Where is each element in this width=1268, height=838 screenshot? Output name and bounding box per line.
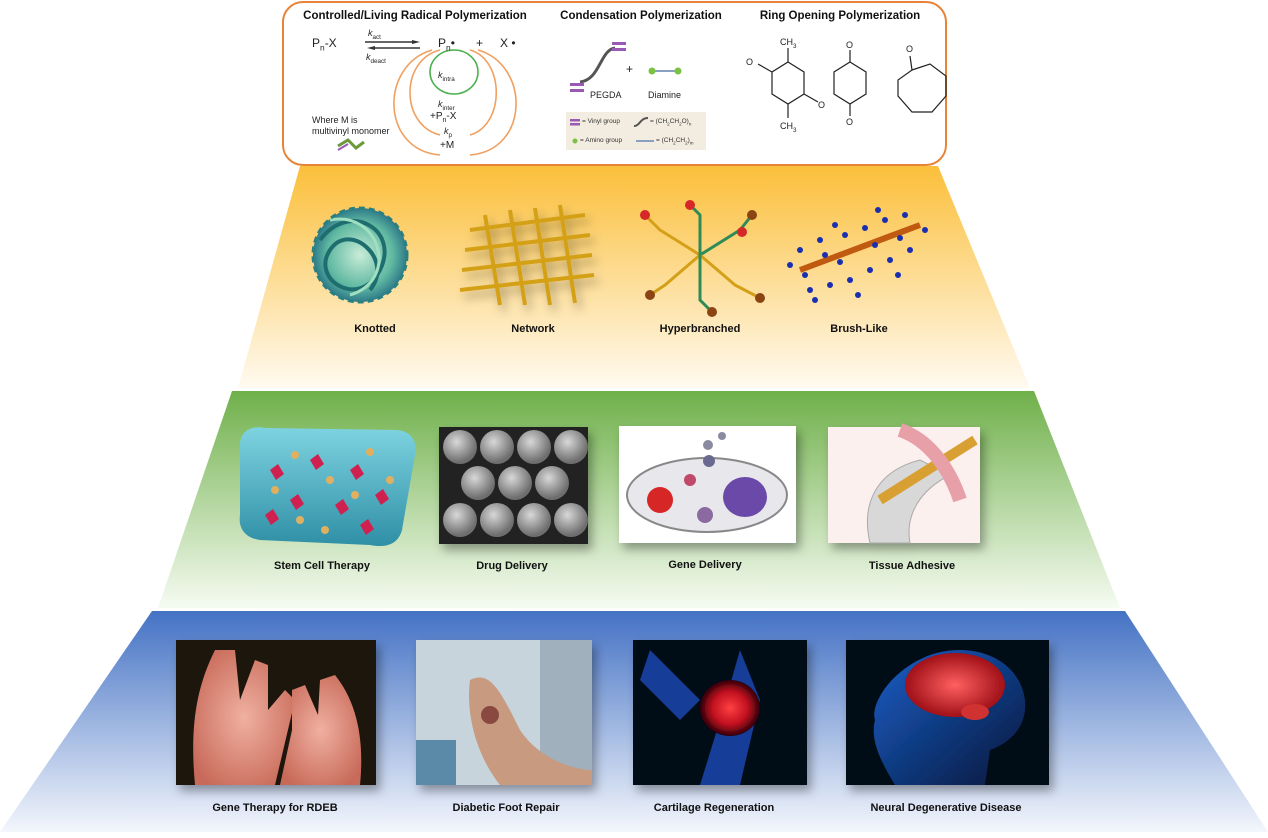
glycolide-o-1: O xyxy=(846,40,854,50)
label-drug-delivery: Drug Delivery xyxy=(476,560,548,572)
glycolide-o-2: O xyxy=(846,117,854,127)
neural-brain-illustration xyxy=(846,640,1049,785)
note-line-2: multivinyl monomer xyxy=(312,126,390,136)
label-network: Network xyxy=(511,323,555,335)
glycolide-structure xyxy=(833,50,867,116)
diamine-molecule-icon xyxy=(648,67,682,75)
eq-k-intra: kintra xyxy=(438,70,455,83)
label-neural-degenerative-disease: Neural Degenerative Disease xyxy=(870,802,1022,814)
drug-delivery-micrograph xyxy=(439,427,588,544)
label-cartilage-regeneration: Cartilage Regeneration xyxy=(653,802,775,814)
eq-pn-radical: Pn• xyxy=(438,36,455,53)
condensation-legend-box xyxy=(566,112,706,150)
label-tissue-adhesive: Tissue Adhesive xyxy=(868,560,956,572)
lactide-methyl-top: CH3 xyxy=(780,37,797,50)
lactide-o-1: O xyxy=(746,57,754,67)
label-diabetic-foot-repair: Diabetic Foot Repair xyxy=(452,802,560,814)
note-line-1: Where M is xyxy=(312,115,358,125)
radical-cycle-arrows xyxy=(365,40,517,156)
eq-plus-m: +M xyxy=(440,140,455,151)
label-stem-cell-therapy: Stem Cell Therapy xyxy=(274,560,370,572)
section-title-condensation: Condensation Polymerization xyxy=(560,10,722,22)
legend-amino: = Amino group xyxy=(580,137,623,144)
condensation-plus: + xyxy=(626,62,634,76)
caprolactone-structure xyxy=(897,55,947,113)
section-title-radical: Controlled/Living Radical Polymerization xyxy=(303,10,527,22)
eq-plus-pnx: +Pn-X xyxy=(430,111,457,124)
label-hyperbranched: Hyperbranched xyxy=(659,323,741,335)
pegda-molecule-icon xyxy=(570,42,626,92)
eq-pn-x: Pn-X xyxy=(312,36,337,53)
eq-k-deact: kdeact xyxy=(366,52,386,65)
diabetic-foot-photo xyxy=(416,640,592,785)
condensation-legend-icons xyxy=(570,117,654,144)
diamine-label: Diamine xyxy=(648,90,682,100)
multivinyl-monomer-icon xyxy=(337,138,365,151)
eq-k-p: kp xyxy=(444,126,453,139)
section-title-ring-opening: Ring Opening Polymerization xyxy=(759,10,921,22)
label-gene-delivery: Gene Delivery xyxy=(668,559,742,571)
legend-ch2ch2: = (CH2CH2)m xyxy=(656,137,694,146)
legend-ch2ch2o: = (CH2CH2O)n xyxy=(650,118,692,127)
label-gene-therapy-rdeb: Gene Therapy for RDEB xyxy=(212,802,338,814)
network-polymer-illustration xyxy=(459,204,595,306)
stem-cell-therapy-illustration xyxy=(239,427,416,547)
gene-delivery-cell-illustration xyxy=(619,426,796,543)
cartilage-knee-xray xyxy=(633,640,807,785)
knotted-polymer-illustration xyxy=(311,206,409,304)
tier-architectures-band xyxy=(238,166,1030,388)
eq-x-radical: X • xyxy=(500,36,516,50)
brush-like-polymer-illustration xyxy=(787,207,928,303)
caprolactone-o: O xyxy=(906,44,914,54)
hyperbranched-polymer-illustration xyxy=(640,200,765,317)
legend-vinyl: = Vinyl group xyxy=(582,118,621,125)
pegda-label: PEGDA xyxy=(590,90,622,100)
eq-k-inter: kinter xyxy=(438,99,455,112)
label-brush-like: Brush-Like xyxy=(830,323,888,335)
lactide-o-2: O xyxy=(818,100,826,110)
eq-plus: + xyxy=(476,36,484,50)
tissue-adhesive-illustration xyxy=(828,423,980,544)
lactide-structure xyxy=(757,48,819,118)
label-knotted: Knotted xyxy=(354,323,396,335)
eq-k-act: kact xyxy=(368,28,381,41)
lactide-methyl-bottom: CH3 xyxy=(780,121,797,134)
rdeb-hands-photo xyxy=(176,640,376,785)
